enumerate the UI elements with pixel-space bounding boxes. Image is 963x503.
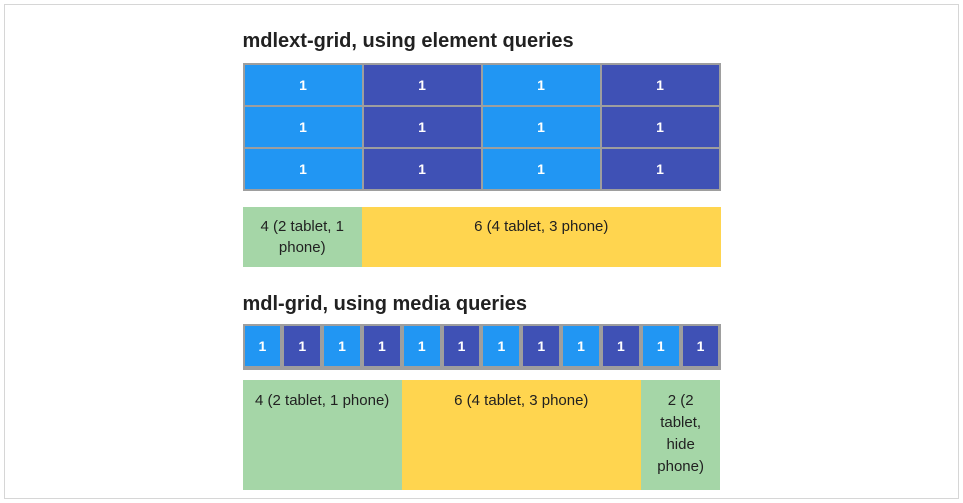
section-title-element-queries: mdlext-grid, using element queries [242, 30, 574, 52]
grid-unit-cell: 1 [602, 326, 639, 366]
grid-unit-cell: 1 [363, 149, 481, 189]
grid-unit-cell: 1 [363, 107, 481, 147]
grid-unit-cell: 1 [363, 326, 400, 366]
grid-unit-cell: 1 [403, 326, 440, 366]
element-queries-span-row: 4 (2 tablet, 1 phone) 6 (4 tablet, 3 pho… [242, 207, 721, 267]
grid-unit-cell: 1 [244, 149, 362, 189]
grid-unit-cell: 1 [563, 326, 599, 366]
grid-unit-cell: 1 [601, 149, 719, 189]
span-cell-2-columns: 2 (2 tablet, hide phone) [640, 380, 721, 490]
span-cell-4-columns: 4 (2 tablet, 1 phone) [242, 380, 402, 490]
span-cell-6-columns: 6 (4 tablet, 3 phone) [401, 380, 641, 490]
grid-unit-cell: 1 [244, 65, 362, 105]
section-title-media-queries: mdl-grid, using media queries [242, 293, 528, 315]
grid-unit-cell: 1 [483, 326, 520, 366]
grid-unit-cell: 1 [682, 326, 719, 366]
grid-unit-cell: 1 [244, 107, 362, 147]
grid-unit-cell: 1 [443, 326, 480, 366]
grid-unit-cell: 1 [284, 326, 321, 366]
grid-unit-cell: 1 [363, 65, 481, 105]
grid-unit-cell: 1 [482, 65, 600, 105]
grid-unit-cell: 1 [244, 326, 281, 366]
span-cell-4-columns: 4 (2 tablet, 1 phone) [242, 207, 362, 267]
grid-unit-cell: 1 [523, 326, 560, 366]
grid-unit-cell: 1 [601, 65, 719, 105]
grid-unit-cell: 1 [482, 107, 600, 147]
media-queries-span-row: 4 (2 tablet, 1 phone) 6 (4 tablet, 3 pho… [242, 380, 721, 490]
span-cell-6-columns: 6 (4 tablet, 3 phone) [362, 207, 721, 267]
grid-unit-cell: 1 [601, 107, 719, 147]
grid-unit-cell: 1 [324, 326, 360, 366]
grid-unit-cell: 1 [482, 149, 600, 189]
grid-unit-cell: 1 [642, 326, 679, 366]
